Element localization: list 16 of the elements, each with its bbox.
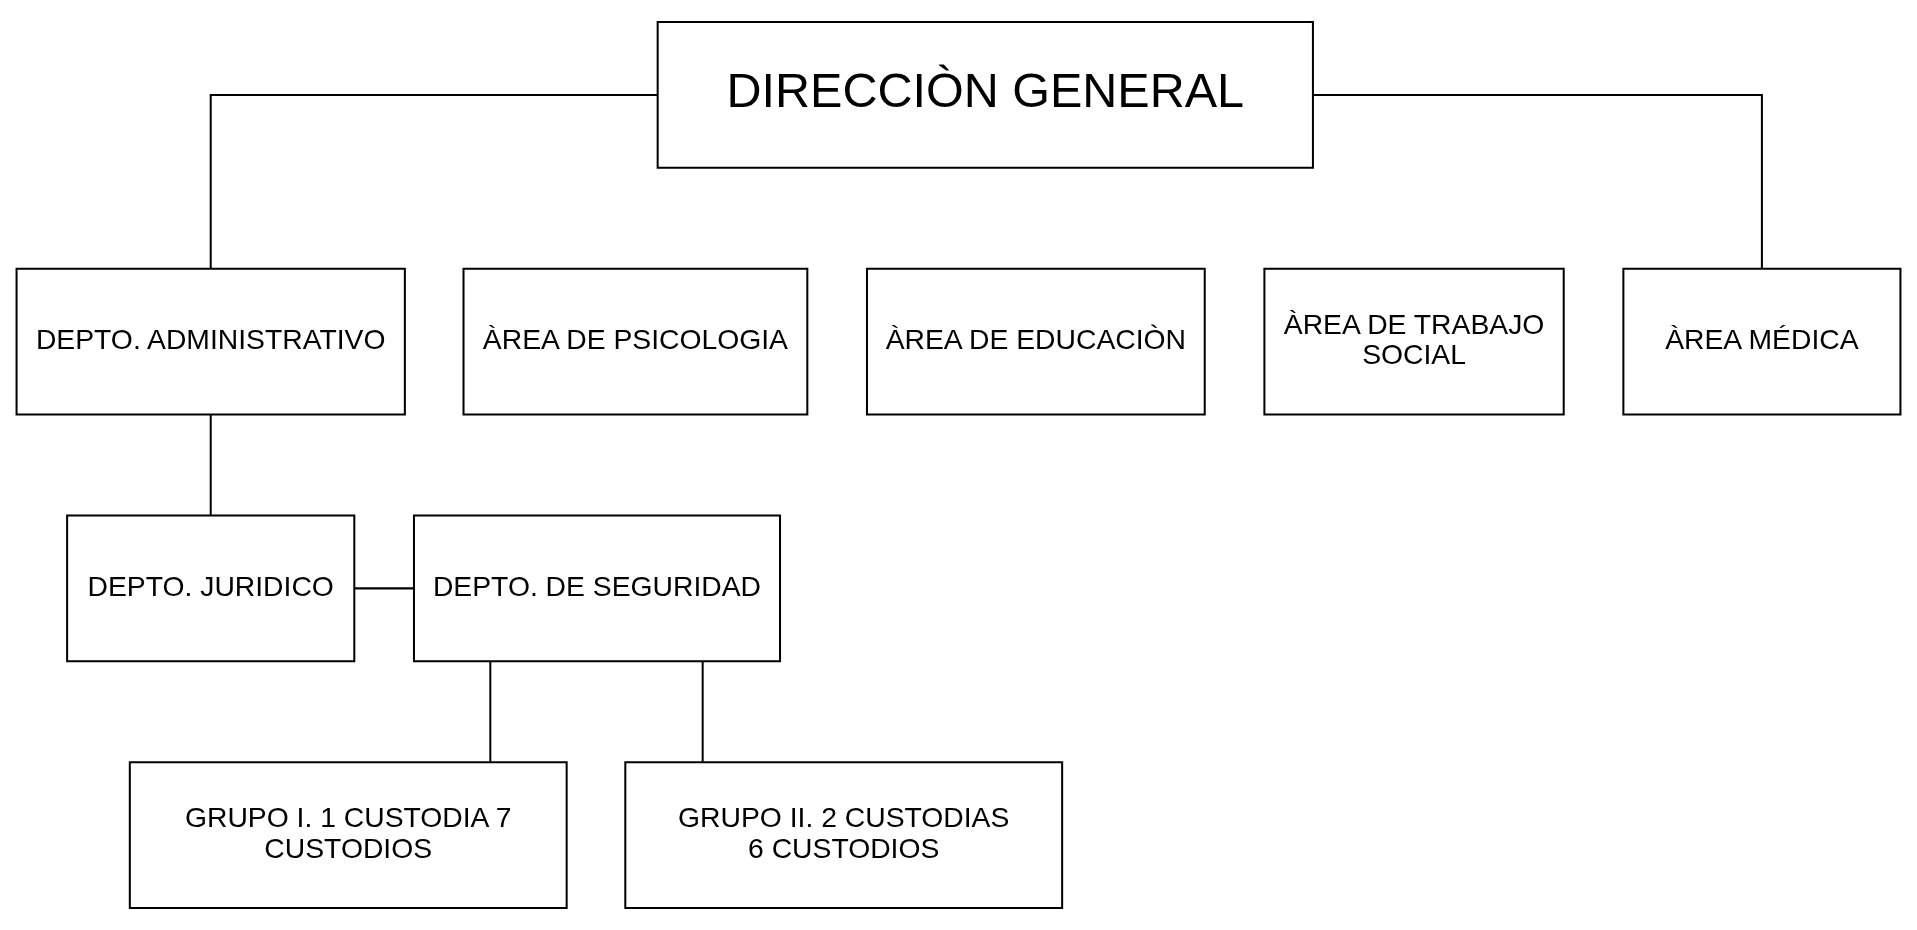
connector [489, 661, 492, 762]
node-box: ÀREA DE EDUCACIÒN [866, 267, 1206, 416]
node-box: ÀREA DE TRABAJO SOCIAL [1263, 267, 1565, 416]
node-box: GRUPO II. 2 CUSTODIAS 6 CUSTODIOS [624, 761, 1064, 909]
connector [209, 415, 212, 515]
connector [701, 661, 704, 762]
node-box: ÀREA MÉDICA [1622, 267, 1902, 416]
node-box: GRUPO I. 1 CUSTODIA 7 CUSTODIOS [128, 761, 568, 909]
node-box: DEPTO. DE SEGURIDAD [412, 514, 782, 663]
connector [209, 93, 658, 269]
node-box: DIRECCIÒN GENERAL [656, 21, 1314, 169]
node-box: DEPTO. ADMINISTRATIVO [15, 267, 406, 416]
node-box: DEPTO. JURIDICO [66, 514, 356, 663]
node-box: ÀREA DE PSICOLOGIA [462, 267, 809, 416]
connector [354, 587, 414, 590]
connector [1312, 93, 1763, 269]
